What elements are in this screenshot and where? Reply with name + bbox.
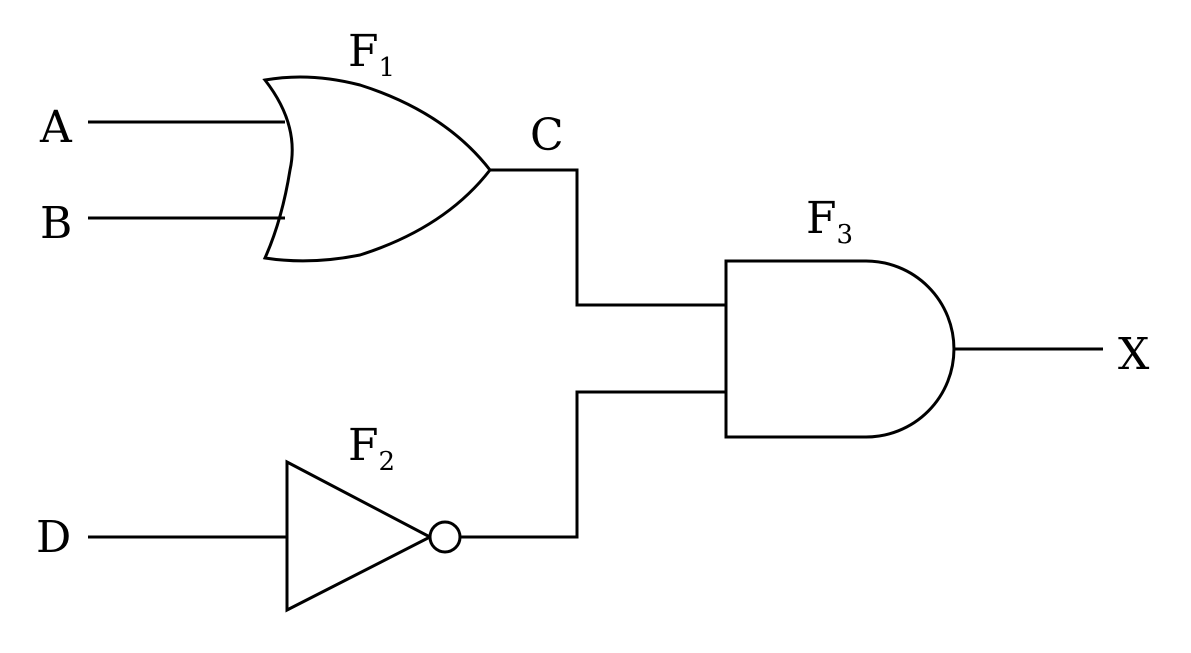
label-gate-f3: F3: [806, 193, 853, 250]
label-gate-f3-letter: F: [806, 193, 837, 244]
label-input-b: B: [40, 198, 72, 249]
label-output-x: X: [1118, 329, 1150, 380]
label-gate-f2-subscript: 2: [379, 447, 396, 477]
label-signal-c: C: [530, 110, 564, 161]
label-gate-f1-letter: F: [348, 26, 379, 77]
not-gate-f2: [285, 459, 434, 613]
label-gate-f1-subscript: 1: [379, 53, 396, 83]
and-gate-f3: [724, 259, 956, 439]
label-gate-f2: F2: [348, 420, 395, 477]
label-input-a: A: [39, 102, 73, 153]
wire-not-to-and: [460, 390, 726, 539]
label-gate-f2-letter: F: [348, 420, 379, 471]
wire-signal-c: [490, 168, 726, 307]
label-gate-f1: F1: [348, 26, 395, 83]
label-input-d: D: [36, 512, 71, 563]
not-gate-inversion-bubble: [428, 520, 462, 554]
or-gate-f1: [262, 75, 492, 263]
label-gate-f3-subscript: 3: [837, 220, 854, 250]
